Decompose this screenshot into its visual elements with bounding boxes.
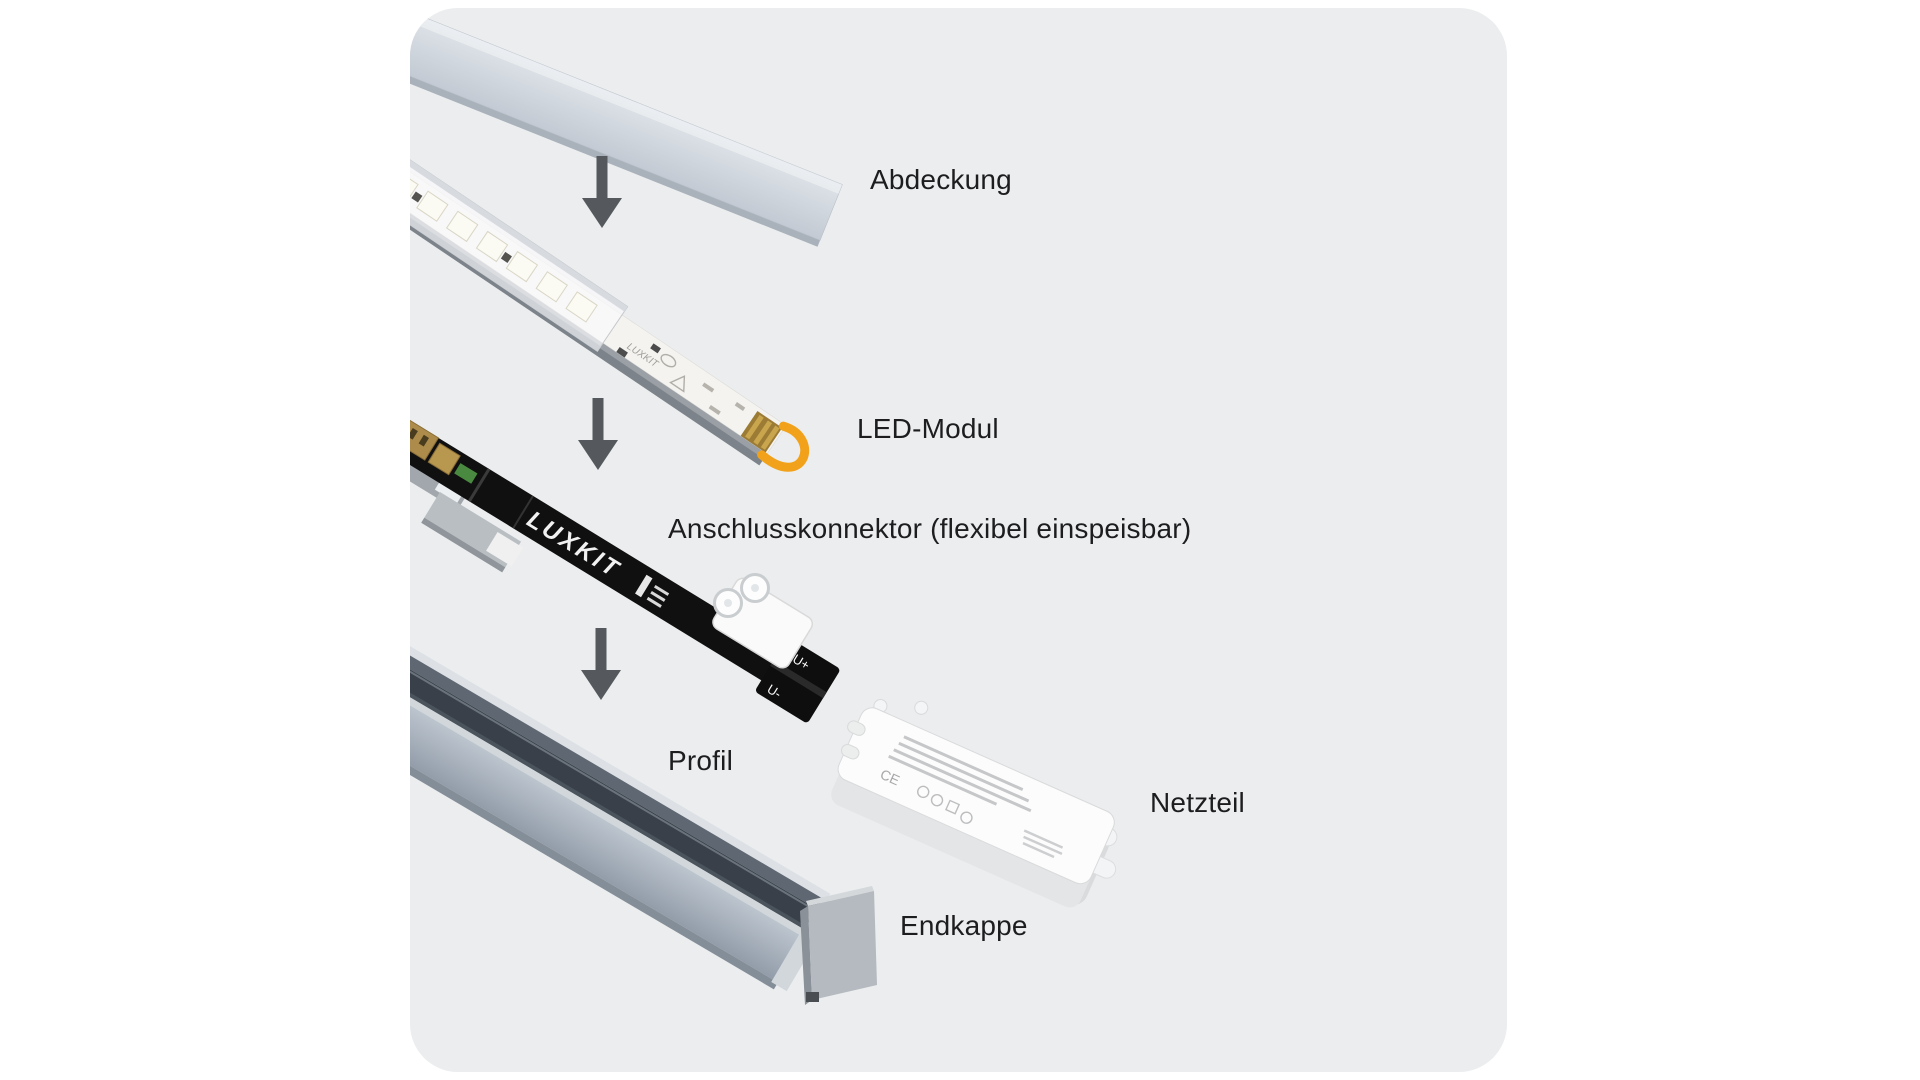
- strip-seam: [467, 468, 491, 503]
- gold-stripe: [753, 420, 773, 445]
- strip-seam: [512, 495, 534, 529]
- terminal-slot: [418, 434, 429, 447]
- cover-highlight: [410, 10, 843, 194]
- psu-print-area: CE: [878, 735, 1064, 859]
- u-minus-label: U-: [765, 681, 785, 701]
- label-profil: Profil: [668, 745, 733, 776]
- panel-background: [410, 8, 1507, 1072]
- gold-terminal-block: [410, 419, 440, 461]
- strip-black-pcb: [410, 418, 783, 682]
- led-orange-wire-loop: [757, 421, 810, 472]
- led-clear-cover-section: [410, 149, 629, 353]
- psu-notch: [840, 743, 860, 760]
- gold-stripe: [760, 425, 780, 450]
- endcap-side: [800, 906, 812, 1005]
- arrow-down-icon: [581, 628, 621, 700]
- cover-side-edge: [410, 64, 821, 247]
- power-supply-graphic: CE: [831, 699, 1118, 908]
- strip-micro-print: [653, 584, 670, 596]
- profile-channel: [410, 662, 821, 932]
- rail-piece-graphic: [421, 492, 524, 573]
- strip-micro-print: [650, 590, 666, 602]
- arrow-down-icon: [582, 156, 622, 228]
- profile-back-wall: [410, 651, 827, 911]
- cover-top-face: [410, 9, 843, 241]
- power-connector-graphic: [712, 573, 814, 669]
- gold-stripe: [745, 414, 764, 440]
- terminal-slot: [410, 428, 418, 440]
- profile-front-face: [410, 688, 805, 983]
- strip-white-bar: [635, 574, 653, 598]
- socket-hole: [724, 599, 732, 607]
- endcap-clip: [806, 992, 819, 1002]
- profile-bottom-edge: [410, 733, 778, 990]
- label-abdeckung: Abdeckung: [870, 164, 1012, 195]
- profile-channel-floor: [410, 679, 810, 932]
- endcap-face: [808, 891, 877, 1000]
- label-netzteil: Netzteil: [1150, 787, 1245, 818]
- psu-notch: [847, 720, 866, 736]
- label-led-modul: LED-Modul: [857, 413, 999, 444]
- strip-micro-print: [646, 596, 662, 608]
- led-rail-end: [362, 149, 408, 203]
- cover-graphic: [410, 9, 843, 247]
- label-endkappe: Endkappe: [900, 910, 1028, 941]
- psu-mount-ear: [914, 700, 929, 715]
- profile-graphic: [410, 645, 835, 992]
- ce-mark-text: CE: [878, 766, 902, 789]
- led-module-graphic: LUXKIT: [362, 149, 810, 472]
- arrow-down-icon: [578, 398, 618, 470]
- endcap-top-bevel: [806, 886, 874, 906]
- profile-front-edge: [410, 682, 808, 938]
- socket-hole: [751, 584, 759, 592]
- gold-terminal-block: [427, 442, 461, 476]
- green-component: [454, 463, 478, 484]
- profile-top-edge: [410, 645, 831, 901]
- profile-channel-highlight: [410, 663, 820, 914]
- endcap-graphic: [800, 886, 877, 1005]
- label-anschlusskonnektor: Anschlusskonnektor (flexibel einspeisbar…: [668, 513, 1192, 544]
